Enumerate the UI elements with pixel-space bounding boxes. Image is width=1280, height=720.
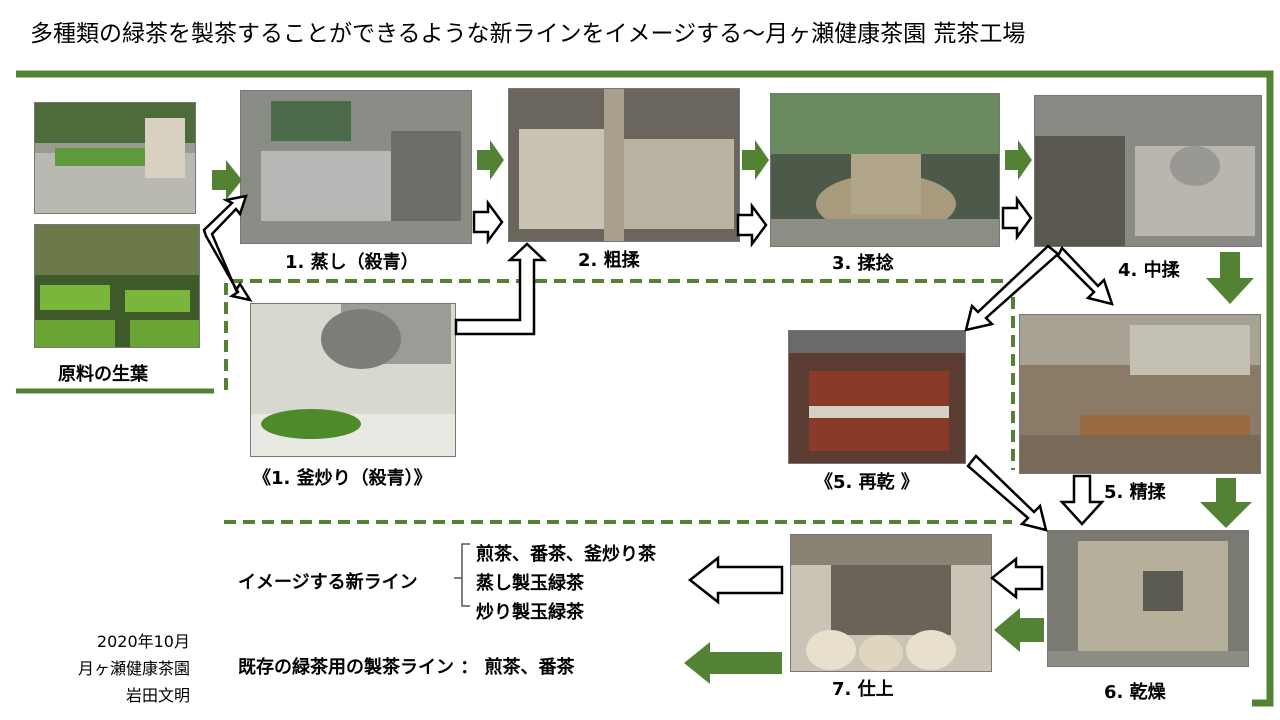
new-line-dashed-frame [224, 279, 1015, 470]
label-step1-pan-firing: 《1. 釜炒り（殺青）》 [253, 468, 432, 489]
green-arrow-second-to-final [1206, 252, 1254, 304]
label-raw-leaves: 原料の生葉 [58, 364, 148, 385]
label-step4: 4. 中揉 [1118, 260, 1180, 281]
photo-second-rolling [1034, 95, 1262, 247]
new-line-product-3: 炒り製玉緑茶 [476, 602, 584, 623]
white-arrow-rough-to-rolling [736, 202, 768, 248]
photo-steaming [240, 90, 472, 244]
white-arrow-finishing-to-newline [687, 555, 784, 605]
white-arrow-drying-to-finishing [989, 556, 1044, 600]
product-bracket [461, 543, 470, 607]
page-title: 多種類の緑茶を製茶することができるような新ラインをイメージする～月ヶ瀬健康茶園 … [30, 21, 1026, 47]
white-arrow-final-to-drying [1059, 474, 1105, 526]
credit-date: 2020年10月 [96, 632, 190, 651]
photo-drying [1047, 530, 1249, 667]
green-arrow-rough-to-rolling [742, 140, 769, 180]
label-step1-steaming: 1. 蒸し（殺青） [285, 252, 419, 273]
label-step2: 2. 粗揉 [578, 250, 640, 271]
white-arrow-steaming-to-rough [472, 199, 504, 245]
green-arrow-final-to-drying [1200, 478, 1252, 528]
white-arrow-refiring-to-drying [966, 454, 1048, 532]
photo-final-rolling [1019, 314, 1261, 474]
label-step6: 6. 乾燥 [1104, 682, 1166, 703]
white-arrow-pan-to-rough [454, 242, 548, 336]
white-arrow-second-to-4 [1056, 245, 1114, 306]
green-arrow-steaming-to-rough-rolling [477, 140, 504, 180]
photo-pan-firing [250, 303, 456, 457]
credit-author: 岩田文明 [125, 686, 190, 705]
photo-raw-leaves-truck [34, 102, 196, 214]
photo-refiring [788, 330, 966, 464]
new-line-label: イメージする新ライン [238, 572, 418, 593]
white-arrow-raw-to-pan-firing [202, 194, 253, 302]
green-arrow-finishing-to-existing [684, 642, 782, 684]
photo-rough-rolling [508, 88, 740, 242]
label-step5: 5. 精揉 [1104, 482, 1166, 503]
photo-finishing [790, 534, 992, 672]
credit-org: 月ヶ瀬健康茶園 [77, 659, 190, 678]
label-step5-refiring: 《5. 再乾 》 [815, 472, 919, 493]
label-step3: 3. 揉捻 [832, 253, 894, 274]
white-arrow-second-to-refiring [964, 244, 1060, 332]
white-arrow-rolling-to-second [1001, 195, 1033, 241]
credit-block: 2020年10月 月ヶ瀬健康茶園 岩田文明 [30, 628, 190, 709]
existing-line-label: 既存の緑茶用の製茶ライン ： 煎茶、番茶 [238, 657, 575, 678]
label-step7: 7. 仕上 [832, 679, 894, 700]
new-line-product-1: 煎茶、番茶、釜炒り茶 [476, 544, 656, 565]
photo-rolling [770, 93, 1000, 247]
photo-raw-leaves-field [34, 224, 200, 348]
main-line-frame [16, 70, 1274, 707]
green-arrow-drying-to-finishing [994, 608, 1044, 652]
green-arrow-raw-to-steaming [212, 160, 242, 200]
green-arrow-rolling-to-second [1005, 140, 1032, 180]
new-line-product-2: 蒸し製玉緑茶 [476, 573, 584, 594]
